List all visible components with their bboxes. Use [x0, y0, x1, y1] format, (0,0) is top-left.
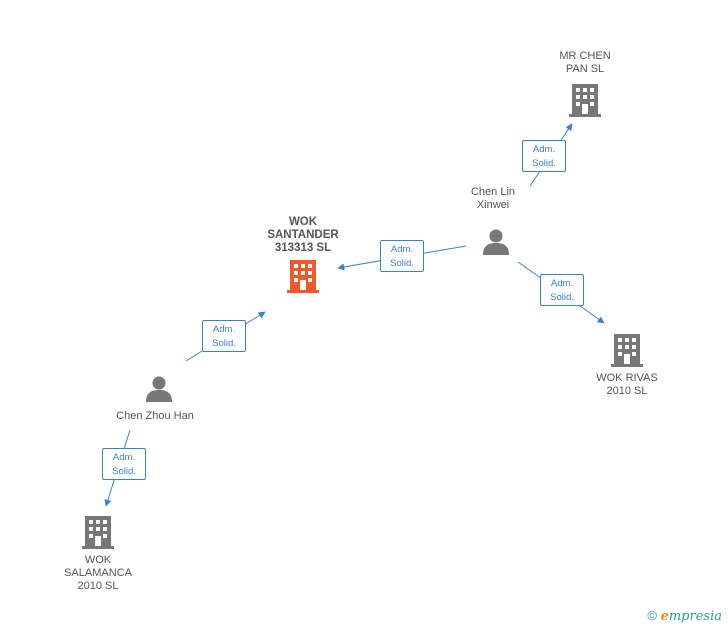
- brand-initial: e: [660, 609, 669, 624]
- edge-label-role: Adm.: [390, 244, 414, 255]
- company-name-line: SANTANDER: [267, 229, 339, 241]
- person-name-line: Chen Lin: [470, 186, 516, 198]
- edge-label-chenzhouhan-woksantander: Adm. Solid.: [202, 320, 246, 352]
- company-name: WOK SALAMANCA 2010 SL: [52, 554, 144, 593]
- company-name-line: 313313 SL: [274, 242, 332, 254]
- edge-label-type: Solid.: [550, 292, 574, 303]
- building-icon: [82, 516, 114, 549]
- node-mr-chen-pan[interactable]: MR CHEN PAN SL: [540, 50, 630, 118]
- company-name-line: 2010 SL: [77, 580, 119, 592]
- company-name: WOK RIVAS 2010 SL: [582, 372, 672, 398]
- edge-label-role: Adm.: [550, 278, 574, 289]
- node-chen-lin-xinwei[interactable]: Chen Lin Xinwei: [448, 186, 538, 212]
- person-name: Chen Lin Xinwei: [448, 186, 538, 212]
- company-name-line: WOK: [288, 216, 318, 228]
- company-name-line: PAN SL: [565, 63, 605, 75]
- edge-label-role: Adm.: [212, 324, 236, 335]
- person-name-line: Chen Zhou Han: [116, 410, 194, 422]
- person-icon: [146, 376, 172, 402]
- node-wok-salamanca[interactable]: WOK SALAMANCA 2010 SL: [52, 514, 144, 593]
- brand-name: mpresia: [668, 609, 722, 624]
- person-name-line: Xinwei: [476, 199, 510, 211]
- node-chen-zhou-han[interactable]: Chen Zhou Han: [95, 410, 215, 423]
- building-icon: [569, 84, 601, 117]
- company-name-line: WOK: [84, 554, 112, 566]
- person-name: Chen Zhou Han: [95, 410, 215, 423]
- edge-label-chenlin-woksantander: Adm. Solid.: [380, 240, 424, 272]
- building-icon: [287, 260, 319, 293]
- company-name-line: WOK RIVAS: [596, 372, 658, 384]
- brand-logo: empresia: [661, 609, 722, 624]
- edge-label-chenzhouhan-woksalamanca: Adm. Solid.: [102, 448, 146, 480]
- edge-label-type: Solid.: [112, 466, 136, 477]
- edge-label-type: Solid.: [390, 258, 414, 269]
- copyright-symbol: ©: [647, 608, 657, 623]
- company-name-line: SALAMANCA: [64, 567, 132, 579]
- building-icon: [611, 334, 643, 367]
- company-name: WOK SANTANDER 313313 SL: [253, 216, 353, 255]
- edge-label-chenlin-mrchenpan: Adm. Solid.: [522, 140, 566, 172]
- edge-label-type: Solid.: [532, 158, 556, 169]
- edge-label-role: Adm.: [532, 144, 556, 155]
- node-wok-rivas[interactable]: WOK RIVAS 2010 SL: [582, 332, 672, 398]
- edge-label-chenlin-wokrivas: Adm. Solid.: [540, 274, 584, 306]
- edge-label-role: Adm.: [112, 452, 136, 463]
- company-name-line: 2010 SL: [606, 385, 648, 397]
- copyright-brand: © empresia: [647, 608, 722, 624]
- node-wok-santander[interactable]: WOK SANTANDER 313313 SL: [253, 216, 353, 294]
- person-icon: [483, 229, 509, 255]
- edge-label-type: Solid.: [212, 338, 236, 349]
- company-name-line: MR CHEN: [559, 50, 611, 62]
- company-name: MR CHEN PAN SL: [540, 50, 630, 76]
